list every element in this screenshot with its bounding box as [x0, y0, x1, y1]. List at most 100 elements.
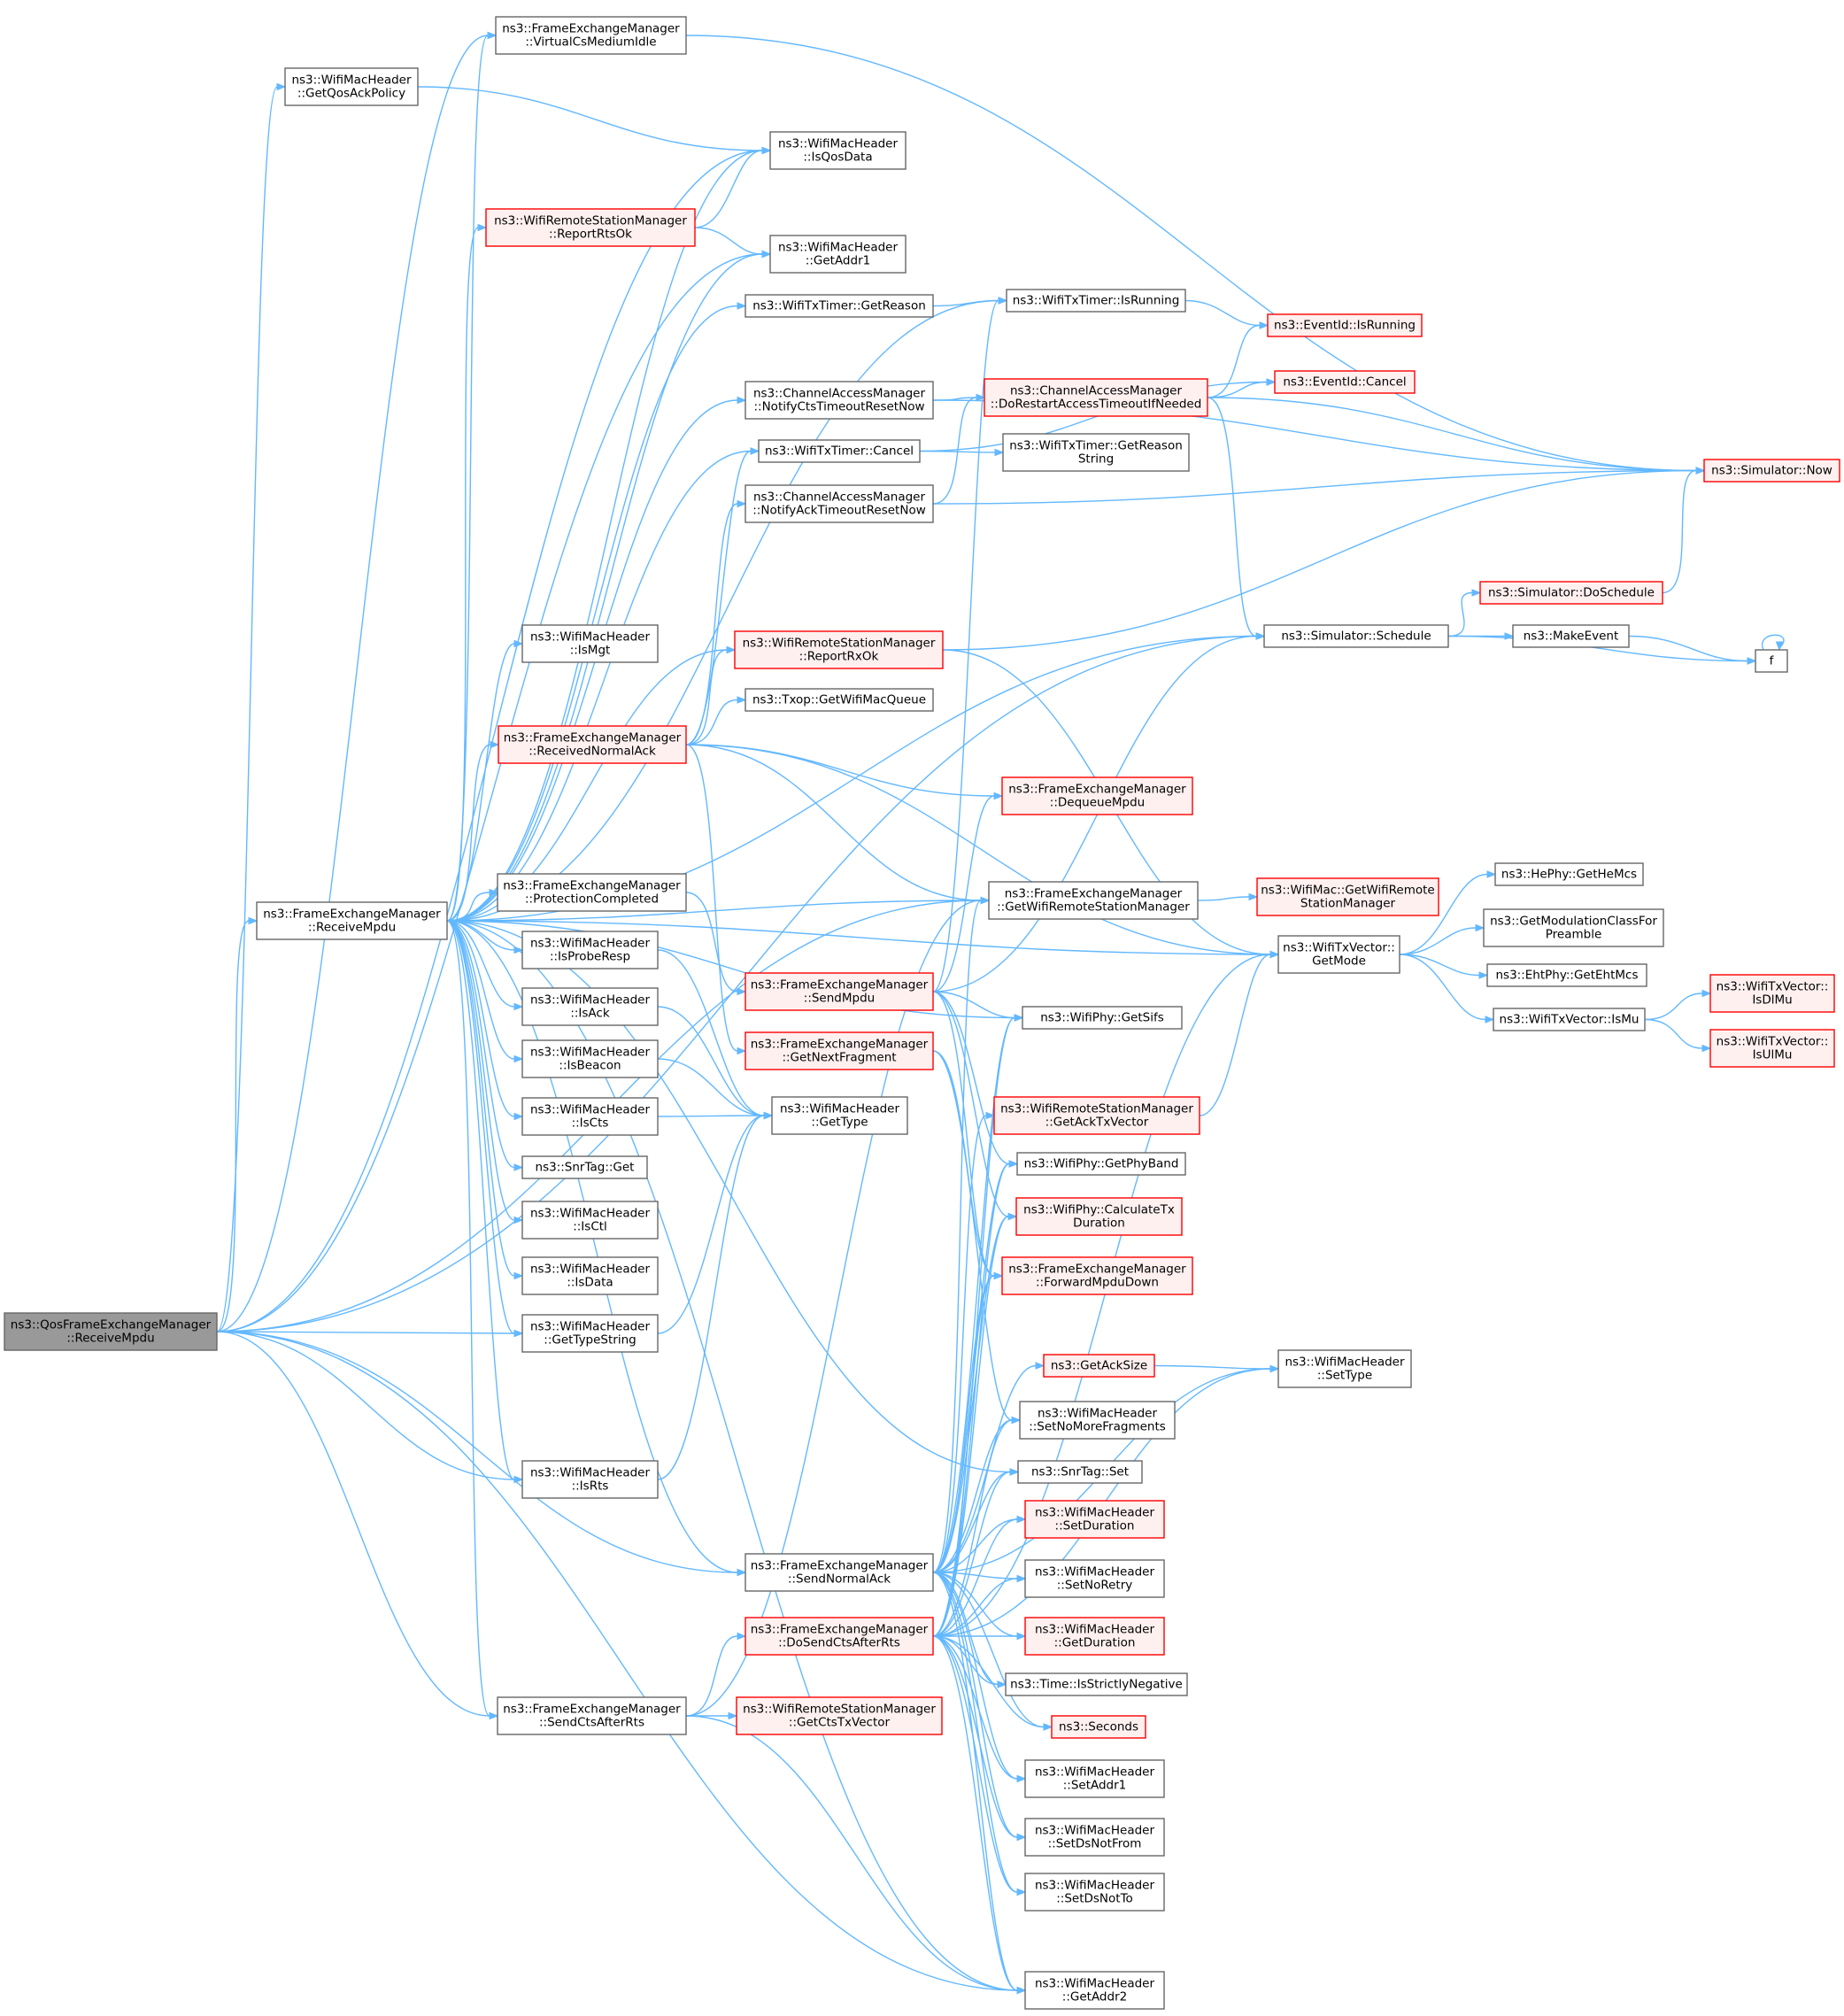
node-box[interactable]	[521, 931, 659, 969]
node-ehtphy[interactable]: ns3::EhtPhy::GetEhtMcs	[1486, 963, 1647, 987]
node-qosack[interactable]: ns3::WifiMacHeader::GetQosAckPolicy	[284, 67, 419, 106]
node-getduration[interactable]: ns3::WifiMacHeader::GetDuration	[1024, 1617, 1165, 1656]
node-box[interactable]	[521, 1097, 659, 1136]
node-fwdmpdu[interactable]: ns3::FrameExchangeManager::ForwardMpduDo…	[1001, 1256, 1193, 1295]
node-setaddr1[interactable]: ns3::WifiMacHeader::SetAddr1	[1024, 1759, 1165, 1798]
node-box[interactable]	[745, 1617, 934, 1656]
node-isqos[interactable]: ns3::WifiMacHeader::IsQosData	[769, 131, 907, 170]
node-reportrx[interactable]: ns3::WifiRemoteStationManager::ReportRxO…	[734, 630, 944, 669]
node-gettype[interactable]: ns3::WifiMacHeader::GetType	[771, 1096, 908, 1135]
node-sim_doschedule[interactable]: ns3::Simulator::DoSchedule	[1479, 581, 1663, 605]
node-box[interactable]	[988, 881, 1199, 920]
node-box[interactable]	[1512, 624, 1630, 648]
node-box[interactable]	[993, 1096, 1200, 1135]
node-box[interactable]	[769, 235, 907, 274]
node-sim_now[interactable]: ns3::Simulator::Now	[1703, 459, 1840, 483]
node-box[interactable]	[769, 131, 907, 170]
node-box[interactable]	[984, 378, 1208, 417]
node-getacktxvector[interactable]: ns3::WifiRemoteStationManager::GetAckTxV…	[993, 1096, 1200, 1135]
node-box[interactable]	[745, 688, 934, 712]
node-box[interactable]	[284, 67, 419, 106]
node-box[interactable]	[521, 1039, 659, 1078]
node-isbeacon[interactable]: ns3::WifiMacHeader::IsBeacon	[521, 1039, 659, 1078]
node-box[interactable]	[1024, 1971, 1165, 2010]
node-box[interactable]	[1024, 1500, 1165, 1539]
node-box[interactable]	[1493, 1008, 1646, 1031]
node-box[interactable]	[256, 901, 448, 940]
node-box[interactable]	[495, 16, 687, 55]
node-box[interactable]	[736, 1696, 943, 1735]
node-isctl[interactable]: ns3::WifiMacHeader::IsCtl	[521, 1201, 659, 1240]
node-box[interactable]	[1024, 1617, 1165, 1656]
node-box[interactable]	[1703, 459, 1840, 483]
node-getctstxvector[interactable]: ns3::WifiRemoteStationManager::GetCtsTxV…	[736, 1696, 943, 1735]
node-root[interactable]: ns3::QosFrameExchangeManager::ReceiveMpd…	[4, 1312, 218, 1351]
node-box[interactable]	[521, 624, 659, 663]
node-getsifs[interactable]: ns3::WifiPhy::GetSifs	[1022, 1006, 1183, 1030]
node-box[interactable]	[1019, 1401, 1176, 1440]
node-isstrictneg[interactable]: ns3::Time::IsStrictlyNegative	[1005, 1672, 1188, 1696]
node-gettypestring[interactable]: ns3::WifiMacHeader::GetTypeString	[521, 1314, 659, 1353]
node-box[interactable]	[521, 1256, 659, 1295]
node-box[interactable]	[521, 1201, 659, 1240]
node-txtimer_cancel[interactable]: ns3::WifiTxTimer::Cancel	[758, 439, 921, 463]
node-box[interactable]	[1002, 433, 1190, 472]
node-box[interactable]	[1024, 1818, 1165, 1857]
node-sendmpdu[interactable]: ns3::FrameExchangeManager::SendMpdu	[745, 972, 934, 1011]
node-box[interactable]	[1479, 581, 1663, 605]
node-box[interactable]	[1709, 974, 1835, 1013]
node-settype[interactable]: ns3::WifiMacHeader::SetType	[1277, 1349, 1412, 1388]
node-box[interactable]	[485, 208, 696, 247]
node-txop_queue[interactable]: ns3::Txop::GetWifiMacQueue	[745, 688, 934, 712]
node-setdsnotfrom[interactable]: ns3::WifiMacHeader::SetDsNotFrom	[1024, 1818, 1165, 1857]
node-box[interactable]	[758, 439, 921, 463]
node-box[interactable]	[1486, 963, 1647, 987]
node-evt_running[interactable]: ns3::EventId::IsRunning	[1267, 313, 1423, 337]
node-box[interactable]	[521, 987, 659, 1026]
node-box[interactable]	[1024, 1759, 1165, 1798]
node-box[interactable]	[521, 1460, 659, 1499]
node-isack[interactable]: ns3::WifiMacHeader::IsAck	[521, 987, 659, 1026]
node-vcs[interactable]: ns3::FrameExchangeManager::VirtualCsMedi…	[495, 16, 687, 55]
node-box[interactable]	[521, 1155, 648, 1179]
node-box[interactable]	[1755, 649, 1788, 673]
node-protection[interactable]: ns3::FrameExchangeManager::ProtectionCom…	[497, 873, 687, 912]
node-box[interactable]	[745, 294, 934, 318]
node-box[interactable]	[1017, 1460, 1143, 1484]
node-box[interactable]	[1277, 935, 1400, 974]
node-seconds[interactable]: ns3::Seconds	[1051, 1715, 1146, 1739]
node-isdata[interactable]: ns3::WifiMacHeader::IsData	[521, 1256, 659, 1295]
node-getmode[interactable]: ns3::WifiTxVector::GetMode	[1277, 935, 1400, 974]
node-box[interactable]	[497, 873, 687, 912]
node-sendctsafterrts[interactable]: ns3::FrameExchangeManager::SendCtsAfterR…	[497, 1696, 687, 1735]
node-box[interactable]	[1001, 1256, 1193, 1295]
node-dequeue[interactable]: ns3::FrameExchangeManager::DequeueMpdu	[1001, 776, 1193, 815]
node-box[interactable]	[1006, 289, 1186, 313]
node-box[interactable]	[1051, 1715, 1146, 1739]
node-dosendcts[interactable]: ns3::FrameExchangeManager::DoSendCtsAfte…	[745, 1617, 934, 1656]
node-sendnormalack[interactable]: ns3::FrameExchangeManager::SendNormalAck	[745, 1553, 934, 1592]
node-box[interactable]	[1263, 624, 1449, 648]
node-box[interactable]	[521, 1314, 659, 1353]
node-box[interactable]	[1256, 877, 1439, 916]
node-box[interactable]	[1274, 370, 1416, 394]
node-box[interactable]	[745, 381, 934, 420]
node-txtimer_reason[interactable]: ns3::WifiTxTimer::GetReason	[745, 294, 934, 318]
node-setnoretry[interactable]: ns3::WifiMacHeader::SetNoRetry	[1024, 1559, 1165, 1598]
node-fem_receive[interactable]: ns3::FrameExchangeManager::ReceiveMpdu	[256, 901, 448, 940]
node-mac_getwrsm[interactable]: ns3::WifiMac::GetWifiRemoteStationManage…	[1256, 877, 1439, 916]
node-box[interactable]	[1483, 908, 1664, 947]
node-getwrsm[interactable]: ns3::FrameExchangeManager::GetWifiRemote…	[988, 881, 1199, 920]
node-box[interactable]	[1022, 1006, 1183, 1030]
node-setdsnotto[interactable]: ns3::WifiMacHeader::SetDsNotTo	[1024, 1873, 1165, 1912]
node-box[interactable]	[1001, 776, 1193, 815]
node-setnomorefrag[interactable]: ns3::WifiMacHeader::SetNoMoreFragments	[1019, 1401, 1176, 1440]
node-getnextfrag[interactable]: ns3::FrameExchangeManager::GetNextFragme…	[745, 1031, 934, 1070]
node-box[interactable]	[1005, 1672, 1188, 1696]
node-box[interactable]	[497, 1696, 687, 1735]
node-sim_schedule[interactable]: ns3::Simulator::Schedule	[1263, 624, 1449, 648]
node-getaddr1[interactable]: ns3::WifiMacHeader::GetAddr1	[769, 235, 907, 274]
